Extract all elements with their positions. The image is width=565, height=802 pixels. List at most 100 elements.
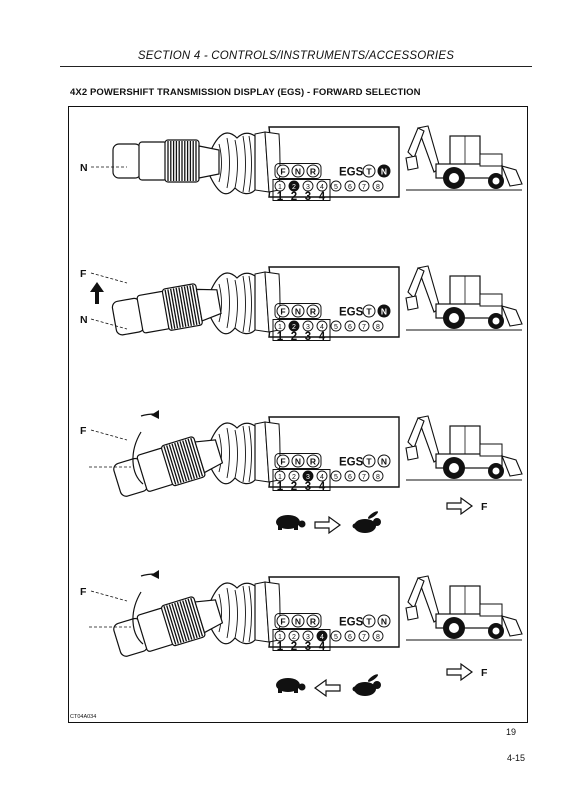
direction-indicator [306,454,320,468]
front-hub [492,317,500,325]
grip-knurl [176,441,190,481]
rabbit-icon [352,674,381,696]
lever-boot [206,272,256,335]
egs-label: EGS [339,167,364,179]
rabbit-icon [352,511,381,533]
backhoe-bucket [405,445,419,461]
rabbit-head [373,518,381,526]
grip-knurl [178,287,187,327]
boot-fold [218,593,222,633]
grip-knurl [174,442,188,482]
gear-slot [330,630,342,642]
grip-knurl [166,605,179,644]
gear-number: 3 [305,641,311,653]
boot-fold [248,585,252,643]
grip-knurl [182,440,196,479]
n-indicator [377,614,391,628]
gear-slot [344,470,356,482]
turtle-head [298,683,306,691]
dipper-arm [407,417,425,449]
grip-knurl [174,602,188,642]
gear-slot [372,470,384,482]
boot-fold [234,279,238,329]
gear-slot [274,320,286,332]
position-leader [90,272,128,284]
engine-hood [479,153,503,167]
gear-number: 2 [291,481,297,493]
gear-number: 1 [277,481,284,493]
gear-slot [274,180,286,192]
lever-end-cap [112,143,142,179]
gear-slot [316,320,328,332]
grip-knurl [168,604,182,644]
direction-bracket [274,613,322,629]
t-indicator [362,454,376,468]
up-arrow-icon [90,282,104,304]
gear-slot [358,320,370,332]
gear-slot-label: 5 [334,474,338,481]
grip-knurl [168,444,182,484]
n-indicator-label: N [381,167,387,177]
lever-collar [198,145,220,179]
boot-fold [218,143,222,183]
gear-slot-label: 8 [376,184,380,191]
gear-slot [302,320,314,332]
direction-indicator [291,614,305,628]
grip-knurl [164,289,173,330]
gear-slot [274,630,286,642]
direction-indicator [276,164,290,178]
gear-slot-label: 3 [306,474,310,481]
lever-handle [112,139,220,183]
lever-collar [194,599,224,634]
grip-knurl [189,285,198,325]
gear-slot-label: 6 [348,184,352,191]
lever-sleeve [138,141,168,181]
lever-position-label: N [80,314,88,326]
gear-bracket [272,319,331,341]
grip-knurl [169,288,179,329]
direction-indicator [306,304,320,318]
n-indicator [377,304,391,318]
gear-slot [372,320,384,332]
gear-slot-label: 8 [376,634,380,641]
gear-slot [330,180,342,192]
gear-slot [288,320,300,332]
gear-slot [344,320,356,332]
position-leader [90,429,128,441]
speed-change-arrow-icon [314,515,342,535]
grip-knurl [182,600,196,639]
rear-hub [449,623,459,633]
t-indicator [362,164,376,178]
t-indicator [362,614,376,628]
t-indicator-label: T [366,307,372,317]
direction-indicator [276,454,290,468]
gear-slot [316,470,328,482]
front-hub [492,627,500,635]
grip-knurl [187,438,201,478]
boot-fold [242,585,246,643]
direction-label: F [280,617,285,627]
gear-slot-label: 3 [306,184,310,191]
boot-fold [248,275,252,333]
direction-label: F [280,307,285,317]
position-leader [90,590,128,602]
grip-knurl [179,601,193,640]
lever-handle [111,283,222,336]
boot-fold [226,427,230,479]
rotation-arrowhead [151,410,159,419]
boot-fold [234,589,238,639]
turtle-icon [276,515,306,530]
backhoe-loader-icon [405,415,523,481]
lever-collar [194,439,224,474]
lever-handle [113,596,224,657]
lever-position-label: F [80,425,87,437]
engine-hood [479,603,503,617]
grip-knurl [187,598,201,638]
gear-slot-label: 7 [362,184,366,191]
gear-number: 2 [291,331,297,343]
boot-fold [226,137,230,189]
grip-knurl [172,288,181,328]
